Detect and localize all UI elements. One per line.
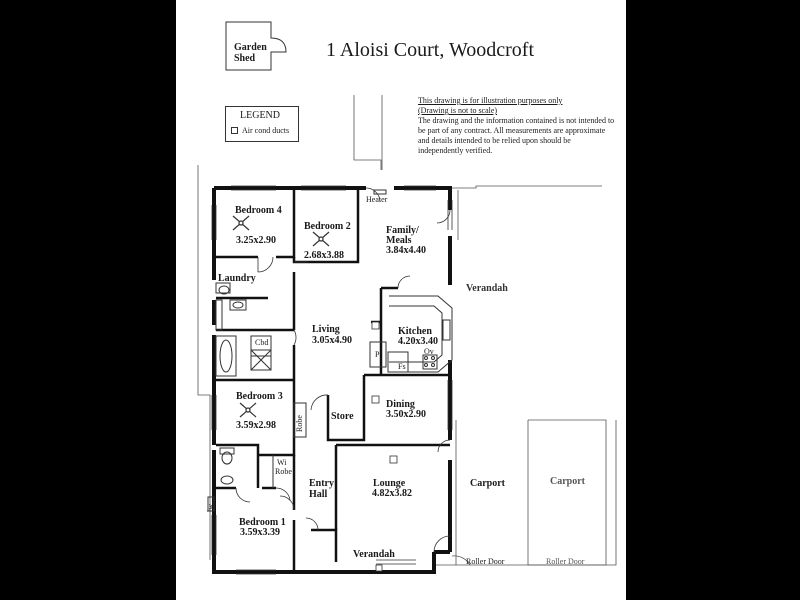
door-swings (235, 187, 451, 553)
legend-box: LEGEND Air cond ducts (225, 106, 299, 142)
fridge-space-label: Fs (398, 362, 406, 371)
oven-label: Ov (424, 347, 434, 356)
room-family-dim: 3.84x4.40 (386, 245, 426, 256)
air-cond-duct-markers (371, 321, 398, 572)
heater-label: Heater (366, 195, 388, 204)
floor-plan-sheet: Garden Shed 1 Aloisi Court, Woodcroft LE… (176, 0, 626, 600)
legend-item-label: Air cond ducts (242, 126, 290, 135)
garden-shed-label-line2: Shed (234, 53, 256, 64)
verandah-side-label: Verandah (466, 283, 508, 294)
ceiling-fan-bed2 (312, 231, 330, 247)
disclaimer-line1: This drawing is for illustration purpose… (418, 96, 563, 105)
legend-heading: LEGEND (240, 110, 280, 121)
carport-label: Carport (470, 478, 505, 489)
kitchen-counter (369, 295, 453, 373)
cupboard-label: Cbd (255, 338, 269, 347)
room-bedroom-2-name: Bedroom 2 (304, 221, 351, 232)
room-bedroom-3-name: Bedroom 3 (236, 391, 283, 402)
room-dining-name: Dining (386, 399, 415, 410)
room-bedroom-4-name: Bedroom 4 (235, 205, 282, 216)
ceiling-fan-bed4 (232, 215, 250, 231)
room-living-name: Living (312, 324, 340, 335)
carport-2-label: Carport (550, 476, 585, 487)
room-bedroom-4-dim: 3.25x2.90 (236, 235, 276, 246)
property-title: 1 Aloisi Court, Woodcroft (326, 39, 535, 61)
roller-door-label: Roller Door (466, 557, 505, 566)
room-lounge-dim: 4.82x3.82 (372, 488, 412, 499)
room-family-name-line1: Family/ (386, 225, 419, 236)
verandah-front-label: Verandah (353, 549, 395, 560)
disclaimer: This drawing is for illustration purpose… (418, 96, 618, 156)
room-kitchen-dim: 4.20x3.40 (398, 336, 438, 347)
pantry-label: P (375, 350, 380, 359)
room-bedroom-1-dim: 3.59x3.39 (240, 527, 280, 538)
room-living-dim: 3.05x4.90 (312, 335, 352, 346)
carport-outlines (436, 185, 607, 566)
room-store-name: Store (331, 411, 354, 422)
walk-in-label: Wi (277, 458, 287, 467)
room-family-name-line2: Meals (386, 235, 412, 246)
room-laundry-name: Laundry (218, 273, 256, 284)
roller-door-2-label: Roller Door (546, 557, 585, 566)
air-cond-duct-icon (231, 127, 238, 134)
floor-plan-drawing (197, 21, 617, 575)
exterior-walls (212, 186, 452, 574)
ceiling-fan-bed3 (239, 402, 257, 418)
room-kitchen-name: Kitchen (398, 326, 432, 337)
room-bedroom-1-name: Bedroom 1 (239, 517, 286, 528)
disclaimer-line2: (Drawing is not to scale) (418, 106, 498, 115)
windows (211, 185, 453, 575)
robe-label: Robe (295, 415, 304, 432)
wet-area-fixtures (207, 189, 387, 512)
garden-shed-label-line1: Garden (234, 42, 267, 53)
disclaimer-body: The drawing and the information containe… (418, 116, 615, 155)
room-lounge-name: Lounge (373, 478, 406, 489)
room-bedroom-2-dim: 2.68x3.88 (304, 250, 344, 261)
linen-label: lw (206, 504, 215, 512)
garden-shed-outline (225, 21, 287, 71)
room-bedroom-3-dim: 3.59x2.98 (236, 420, 276, 431)
room-entry-name-line1: Entry (309, 478, 334, 489)
room-dining-dim: 3.50x2.90 (386, 409, 426, 420)
walk-in-robe-label: Robe (275, 467, 292, 476)
room-entry-name-line2: Hall (309, 489, 328, 500)
